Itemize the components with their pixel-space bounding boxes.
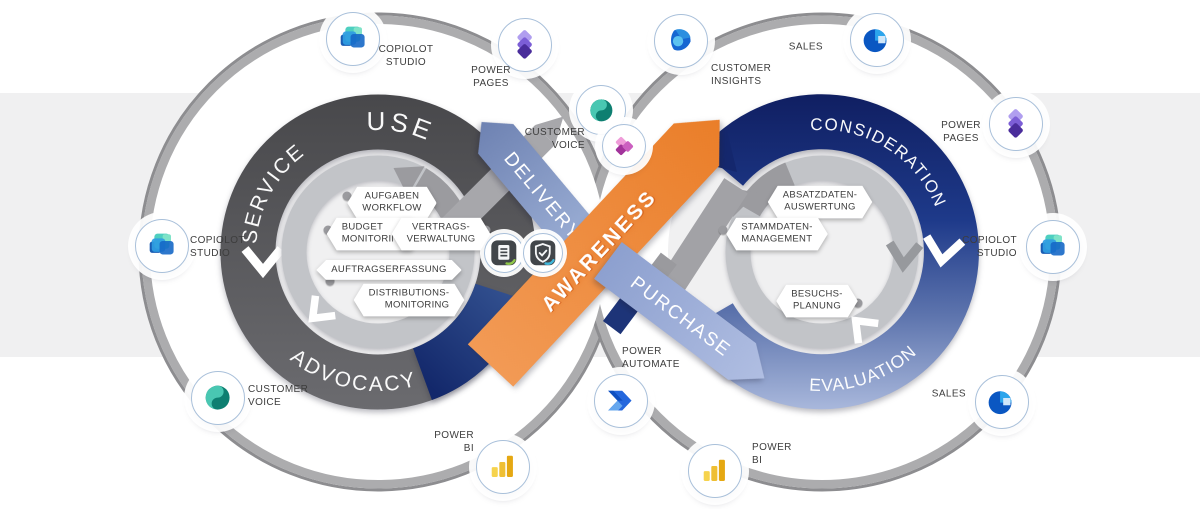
power-automate-icon [604, 384, 637, 417]
label-customer-voice-bottom-left: CUSTOMER VOICE [248, 384, 309, 408]
sales-icon [860, 23, 893, 56]
left-inner-ring [281, 155, 475, 349]
badge-power-bi-bottom-right [688, 444, 742, 498]
callout-vertrags-verwaltung: VERTRAGS- VERWALTUNG [392, 218, 491, 251]
badge-copilot-studio-top [326, 12, 380, 66]
badge-power-bi-bottom-left [476, 440, 530, 494]
power-pages-icon [999, 107, 1032, 140]
callout-stammdaten-management: STAMMDATEN- MANAGEMENT [726, 218, 828, 251]
badge-customer-voice-top [576, 85, 626, 135]
left-ring-flow-arrow [241, 246, 285, 279]
callout-absatzdaten-auswertung: ABSATZDATEN- AUSWERTUNG [768, 186, 873, 219]
right-inner-ring-dark-segment [738, 162, 796, 217]
customer-voice-icon [586, 95, 617, 126]
right-inner-flow-arrow [851, 316, 879, 344]
power-bi-icon [698, 454, 731, 487]
badge-power-apps [602, 124, 646, 168]
callout-auftragserfassung: AUFTRAGSERFASSUNG [316, 260, 461, 280]
label-sales-top: SALES [788, 41, 823, 53]
customer-voice-icon [201, 381, 234, 414]
power-apps-icon [611, 133, 638, 160]
badge-sales-top [850, 13, 904, 67]
customer-insights-icon [664, 24, 697, 57]
callout-dot [718, 225, 728, 235]
right-ring-flow-arrow [923, 234, 966, 268]
left-inner-ring-arrowhead [393, 166, 425, 196]
badge-power-automate [594, 374, 648, 428]
document-badge [484, 233, 524, 273]
right-inner-ring [725, 155, 919, 349]
label-power-pages-right: POWER PAGES [941, 120, 981, 144]
badge-sales-bottom-right [975, 375, 1029, 429]
callout-besuchs-planung: BESUCHS- PLANUNG [776, 285, 858, 318]
callout-dot [323, 225, 333, 235]
power-pages-icon [508, 28, 541, 61]
shield-badge [523, 233, 563, 273]
label-customer-insights: CUSTOMER INSIGHTS [711, 63, 772, 87]
copilot-studio-icon [145, 229, 178, 262]
label-copilot-studio-left: COPIOLOT STUDIO [190, 235, 245, 259]
callout-aufgaben-workflow: AUFGABEN WORKFLOW [347, 187, 436, 220]
label-copilot-studio-right: COPIOLOT STUDIO [962, 235, 1017, 259]
label-power-automate: POWER AUTOMATE [622, 346, 680, 370]
right-inner-chevron [885, 240, 924, 273]
shield-check-icon [528, 238, 558, 268]
label-customer-voice-top: CUSTOMER VOICE [524, 127, 585, 151]
badge-copilot-studio-right [1026, 220, 1080, 274]
document-icon [489, 238, 519, 268]
badge-customer-insights [654, 14, 708, 68]
label-power-bi-bottom-right: POWER BI [752, 442, 792, 466]
label-power-pages-top: POWER PAGES [471, 65, 511, 89]
right-stage-ring [685, 94, 979, 410]
copilot-studio-icon [1036, 230, 1069, 263]
callout-dot [325, 276, 335, 286]
callout-distributions-monitoring: DISTRIBUTIONS- MONITORING [354, 284, 465, 317]
badge-copilot-studio-left [135, 219, 189, 273]
callout-dot [342, 191, 352, 201]
badge-power-pages-right [989, 97, 1043, 151]
badge-power-pages-top [498, 18, 552, 72]
label-power-bi-bottom-left: POWER BI [434, 430, 474, 454]
label-sales-bottom-right: SALES [931, 388, 966, 400]
copilot-studio-icon [336, 22, 369, 55]
power-bi-icon [486, 450, 519, 483]
badge-customer-voice-bottom-left [191, 371, 245, 425]
sales-icon [985, 385, 1018, 418]
callout-dot [853, 298, 863, 308]
label-copilot-studio-top: COPIOLOT STUDIO [378, 44, 434, 68]
left-inner-flow-arrow [308, 295, 336, 323]
